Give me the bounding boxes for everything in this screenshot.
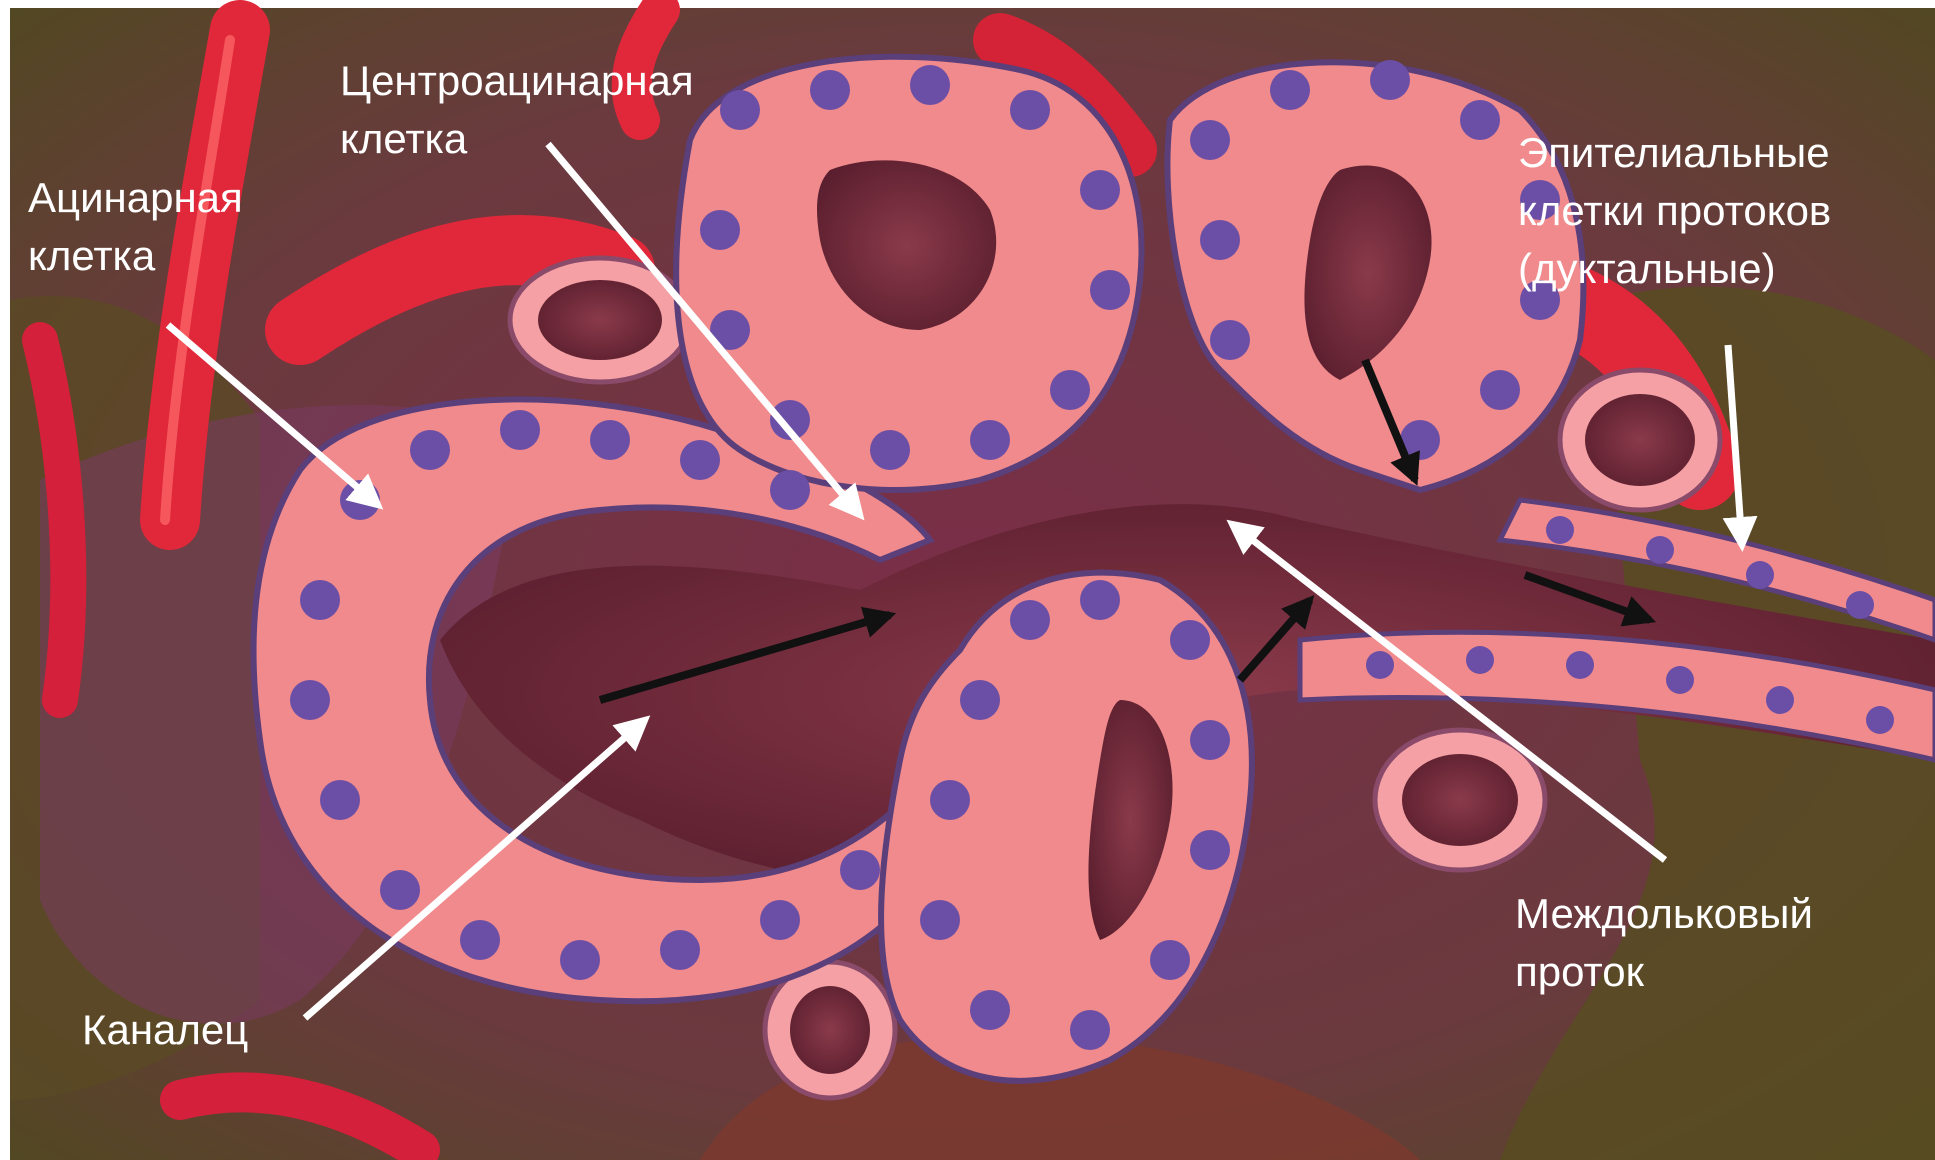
label-acinar-cell: Ацинарная клетка — [28, 169, 243, 285]
label-interlobular-duct: Междольковый проток — [1515, 885, 1813, 1001]
label-centroacinar-cell: Центроацинарная клетка — [340, 52, 694, 168]
label-ductal-epithelial-cells: Эпителиальные клетки протоков (дуктальны… — [1518, 124, 1831, 298]
label-canaliculus: Каналец — [82, 1001, 248, 1059]
